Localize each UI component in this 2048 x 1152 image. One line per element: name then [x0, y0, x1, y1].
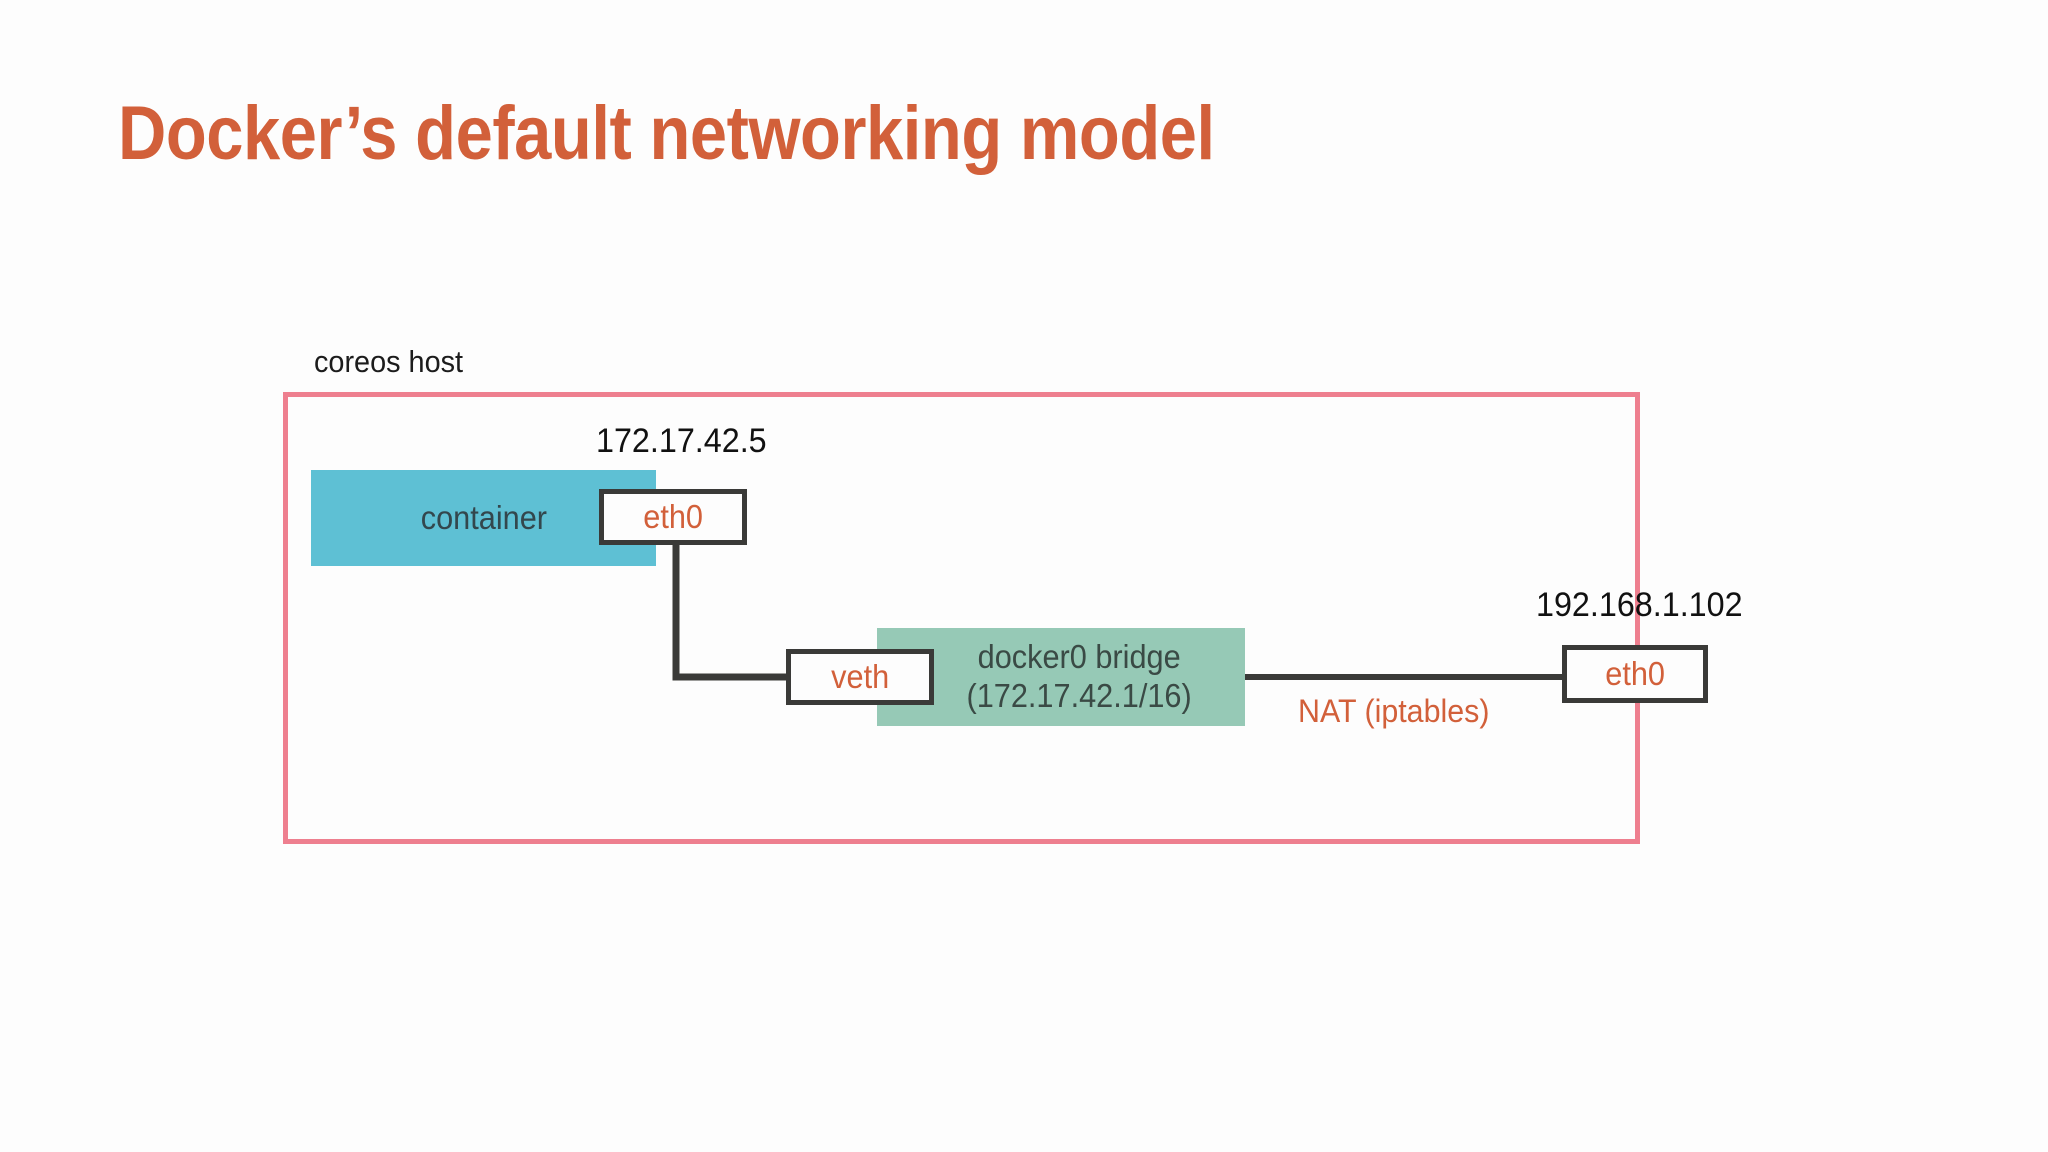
node-container: container — [311, 470, 656, 566]
host-boundary-box — [283, 392, 1640, 844]
annotation-nat: NAT (iptables) — [1298, 693, 1490, 729]
node-host-eth0: eth0 — [1562, 645, 1708, 703]
edge-container-eth0-to-veth — [672, 541, 792, 681]
node-container-eth0: eth0 — [599, 489, 747, 545]
host-boundary-label: coreos host — [314, 344, 464, 379]
node-container-eth0-label: eth0 — [643, 497, 703, 535]
node-docker0-bridge-subnet: (172.17.42.1/16) — [966, 677, 1192, 714]
node-docker0-bridge-name: docker0 bridge — [977, 638, 1181, 676]
page-title: Docker’s default networking model — [118, 91, 1215, 176]
node-container-label: container — [420, 498, 547, 536]
node-docker0-bridge: docker0 bridge (172.17.42.1/16) — [877, 628, 1245, 726]
node-veth: veth — [786, 649, 934, 705]
annotation-host-ip: 192.168.1.102 — [1536, 586, 1743, 624]
node-host-eth0-label: eth0 — [1605, 654, 1665, 692]
node-veth-label: veth — [830, 657, 890, 695]
annotation-container-ip: 172.17.42.5 — [596, 422, 767, 460]
